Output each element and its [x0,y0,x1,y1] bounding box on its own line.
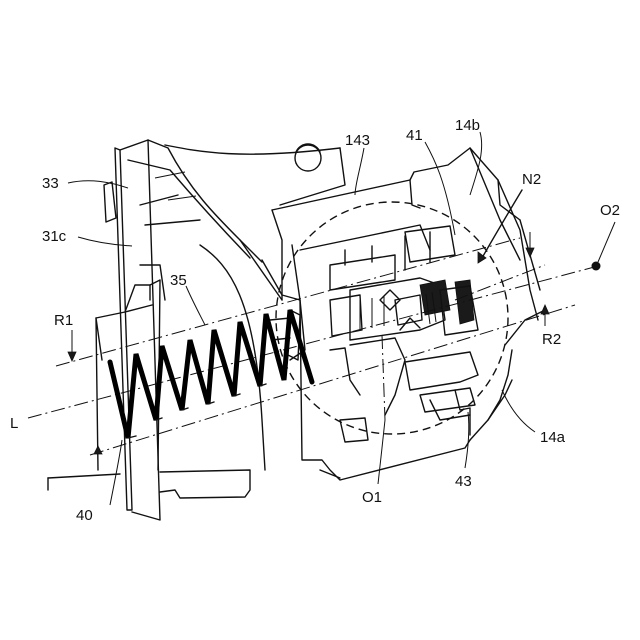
label-N2: N2 [522,171,541,188]
line-R2 [90,305,575,455]
label-31c: 31c [42,228,67,245]
label-143: 143 [345,132,370,149]
arrows [68,190,615,462]
axis-L [28,266,598,418]
label-33: 33 [42,175,59,192]
label-14a: 14a [540,429,566,446]
callout-labels: 33 31c 35 R1 L 40 143 41 14b N2 O2 R2 14… [10,117,620,524]
label-14b: 14b [455,117,480,134]
spring-35 [110,310,312,438]
label-O1: O1 [362,489,382,506]
center-lines [28,238,598,455]
label-O2: O2 [600,202,620,219]
label-R2: R2 [542,331,561,348]
label-43: 43 [455,473,472,490]
housing-143 [272,148,545,480]
label-L: L [10,415,18,432]
label-R1: R1 [54,312,73,329]
label-40: 40 [76,507,93,524]
o1-vertical [382,335,385,420]
label-41: 41 [406,127,423,144]
label-35: 35 [170,272,187,289]
